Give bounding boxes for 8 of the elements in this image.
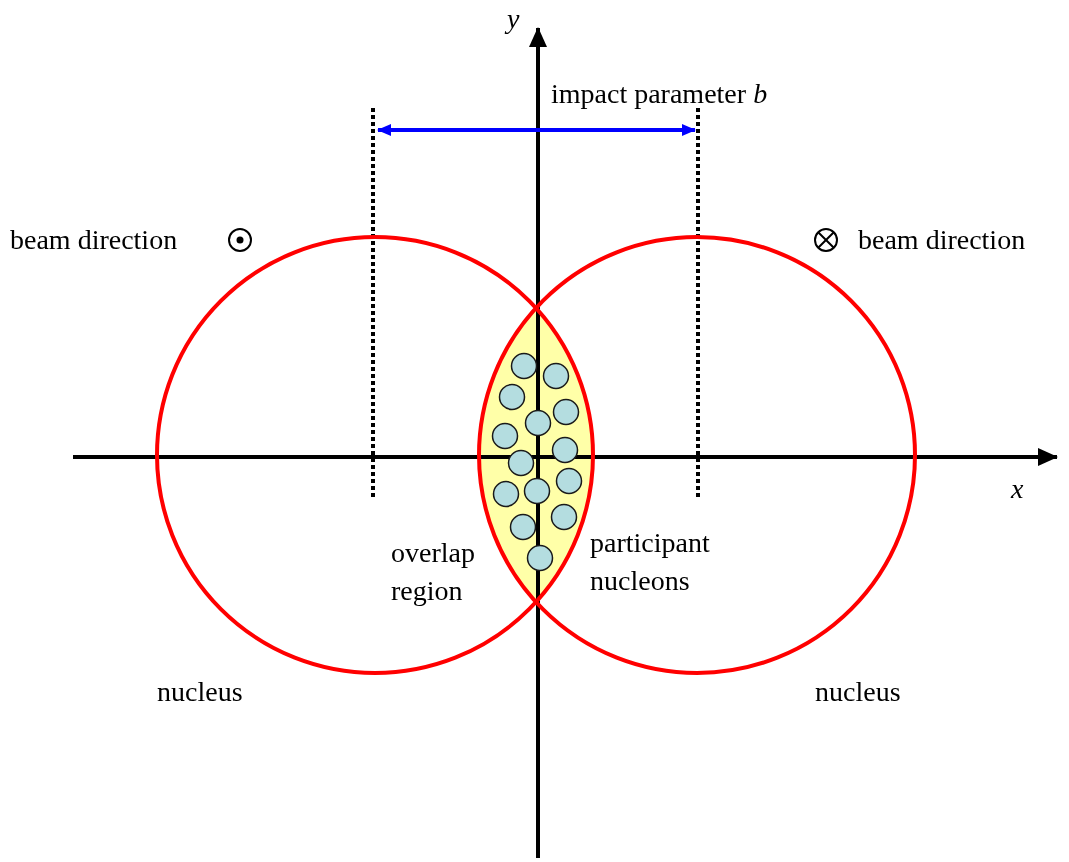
region-label: overlap region: [391, 536, 476, 608]
nucleus-label: nucleus: [157, 675, 243, 709]
dimension-label: impact parameter b: [551, 77, 768, 111]
region-label: participant nucleons: [590, 526, 711, 598]
beam-direction-label: beam direction: [858, 223, 1026, 257]
axis-label: x: [1011, 472, 1024, 506]
nucleus-label: nucleus: [815, 675, 901, 709]
beam-direction-label: beam direction: [10, 223, 178, 257]
